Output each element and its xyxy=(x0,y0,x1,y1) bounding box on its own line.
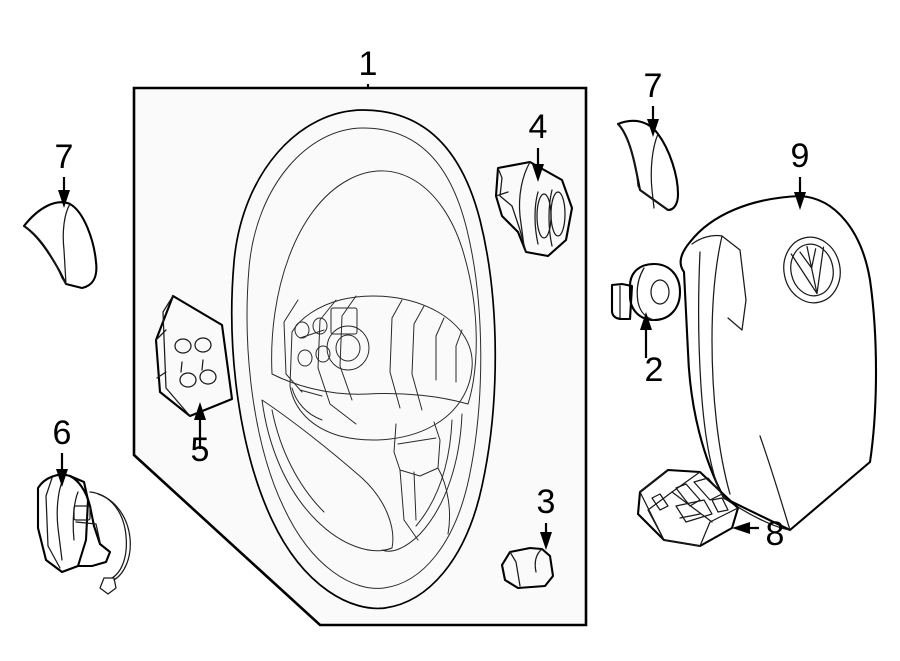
callout-leaders xyxy=(56,84,806,550)
control-module-block xyxy=(636,468,740,548)
callout-label-3: 3 xyxy=(537,483,556,521)
trim-cover-left xyxy=(22,201,98,290)
callout-labels: 1 2 3 4 5 6 7 7 8 9 xyxy=(53,45,810,553)
lower-trim-cover xyxy=(500,546,555,590)
callout-label-5: 5 xyxy=(191,431,210,469)
callout-label-4: 4 xyxy=(529,108,548,146)
callout-label-8: 8 xyxy=(766,515,785,553)
callout-label-2: 2 xyxy=(645,351,664,389)
vw-emblem xyxy=(783,236,841,304)
switch-module-with-harness xyxy=(36,473,131,595)
main-assembly-panel xyxy=(132,86,588,627)
steering-wheel-hub xyxy=(283,295,473,541)
callout-label-9: 9 xyxy=(791,137,810,175)
callout-label-7a: 7 xyxy=(55,138,74,176)
steering-wheel xyxy=(230,109,497,610)
callout-label-1: 1 xyxy=(359,45,378,83)
trim-cover-right xyxy=(616,119,680,212)
callout-label-7b: 7 xyxy=(644,67,663,105)
callout-label-6: 6 xyxy=(53,414,72,452)
bolt xyxy=(610,262,682,322)
right-switch-module xyxy=(494,160,574,258)
airbag-cover xyxy=(679,194,878,532)
left-switch-panel xyxy=(154,294,234,418)
